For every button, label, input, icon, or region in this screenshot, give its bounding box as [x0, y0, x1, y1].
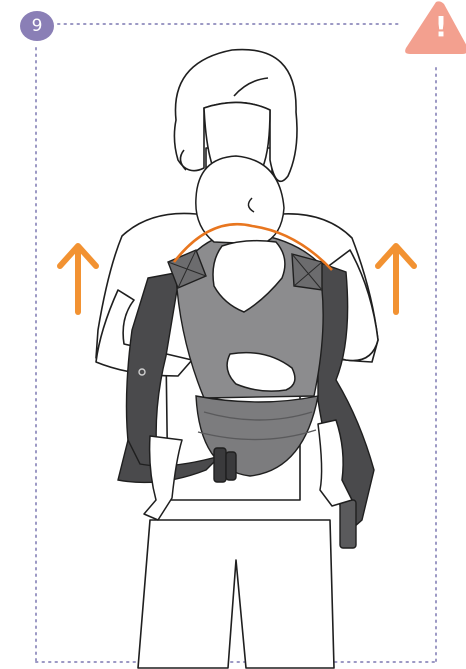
arrow-up-icon — [60, 246, 96, 312]
arrow-up-icon — [378, 246, 414, 312]
step-number-badge: 9 — [20, 11, 54, 41]
warning-exclamation: ! — [437, 10, 445, 44]
